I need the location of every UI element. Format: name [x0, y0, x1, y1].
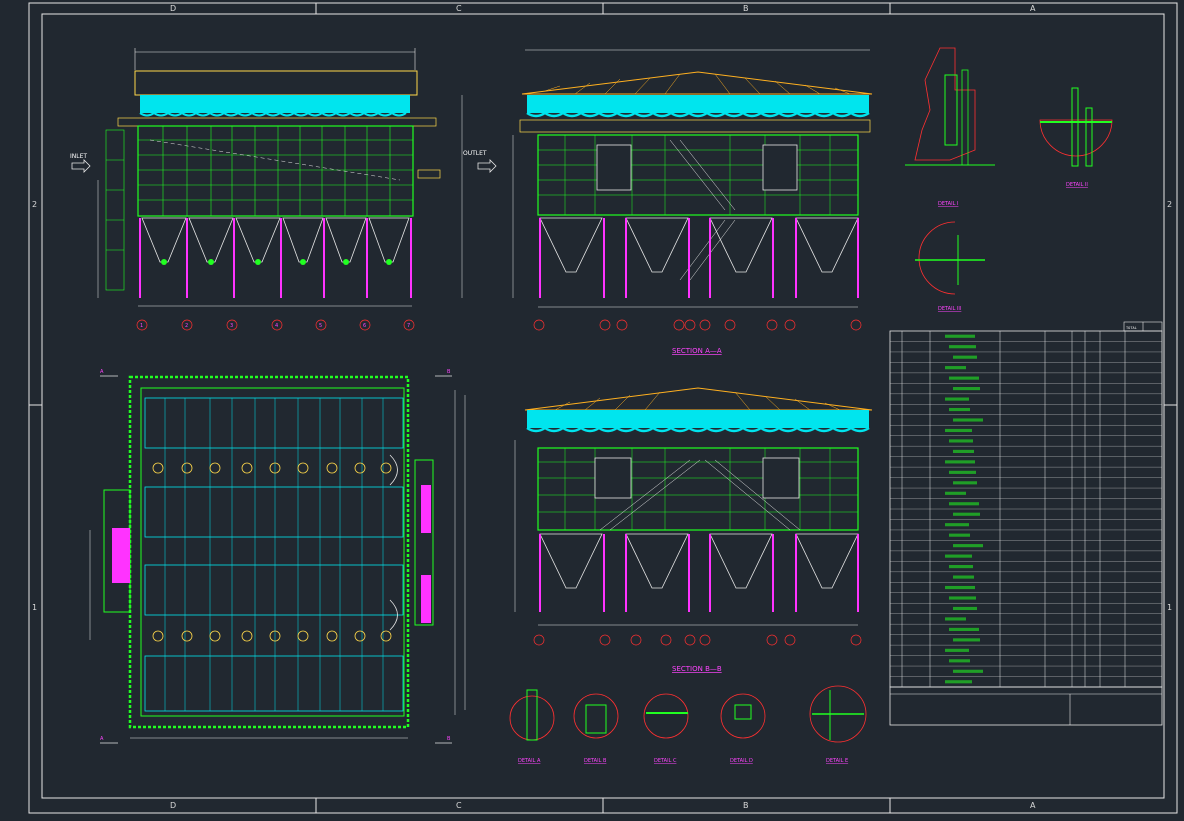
bom-description-mark — [953, 449, 974, 453]
cut-b-bottom: B — [447, 736, 451, 742]
detail-a-title: DETAIL A — [518, 758, 541, 764]
bom-description-mark — [945, 334, 975, 338]
bom-description-mark — [945, 523, 969, 527]
bom-description-mark — [949, 470, 976, 474]
detail-e-title: DETAIL E — [826, 758, 848, 764]
cut-a-top: A — [100, 369, 104, 375]
bom-description-mark — [945, 585, 975, 590]
bom-description-mark — [949, 407, 970, 412]
bom-description-mark — [953, 638, 980, 642]
bom-description-mark — [953, 544, 983, 548]
zone-label-bottom-a: A — [1030, 801, 1036, 810]
bom-description-mark — [945, 491, 966, 495]
grid-front-7: 7 — [407, 323, 410, 329]
bom-description-mark — [949, 659, 970, 663]
section-aa-title: SECTION A—A — [672, 347, 722, 355]
bom-description-mark — [949, 345, 976, 349]
detail-iii-title: DETAIL III — [938, 306, 961, 312]
bom-description-mark — [949, 502, 979, 506]
detail-b-title: DETAIL B — [584, 758, 607, 764]
zone-label-right-1: 1 — [1167, 603, 1172, 612]
bom-description-mark — [949, 533, 970, 537]
bom-description-mark — [945, 648, 969, 652]
detail-iii-view — [915, 221, 985, 295]
bom-description-mark — [953, 606, 977, 611]
bom-description-mark — [953, 355, 977, 359]
bom-description-mark — [953, 481, 977, 485]
zone-label-top-c: C — [456, 4, 462, 13]
detail-i-view — [905, 47, 995, 166]
zone-label-left-1: 1 — [32, 603, 37, 612]
bom-description-mark — [953, 387, 980, 391]
front-grid-bubbles — [136, 319, 415, 331]
bom-description-mark — [949, 439, 973, 443]
inner-frame — [41, 13, 1165, 799]
bom-description-mark — [945, 554, 972, 558]
zone-label-top-a: A — [1030, 4, 1036, 13]
outlet-label: OUTLET — [463, 150, 487, 157]
section-aa-bubbles — [533, 319, 862, 331]
bom-description-mark — [953, 418, 983, 422]
bom-description-mark — [945, 397, 969, 401]
outer-frame — [28, 2, 1178, 814]
bom-description-mark — [949, 596, 976, 600]
grid-front-4: 4 — [275, 323, 278, 329]
bottom-details — [509, 685, 867, 743]
grid-front-3: 3 — [230, 323, 233, 329]
section-bb-view — [514, 387, 873, 626]
zone-label-bottom-b: B — [743, 801, 749, 810]
detail-d-title: DETAIL D — [730, 758, 753, 764]
detail-ii-title: DETAIL II — [1066, 182, 1088, 188]
bill-of-materials — [889, 321, 1163, 726]
zone-ticks — [29, 3, 1177, 813]
zone-label-right-2: 2 — [1167, 200, 1172, 209]
section-aa-view — [477, 49, 873, 308]
inlet-label: INLET — [70, 153, 87, 160]
bom-description-mark — [945, 680, 972, 684]
section-bb-title: SECTION B—B — [672, 665, 722, 673]
bom-description-mark — [953, 575, 974, 579]
plan-view — [89, 375, 466, 744]
detail-ii-view — [1039, 87, 1113, 167]
section-bb-bubbles — [533, 634, 862, 646]
cut-b-top: B — [447, 369, 451, 375]
bom-description-mark — [945, 617, 966, 621]
zone-label-top-b: B — [743, 4, 749, 13]
bom-description-mark — [953, 512, 980, 516]
grid-front-1: 1 — [140, 323, 143, 329]
zone-label-bottom-c: C — [456, 801, 462, 810]
bom-description-mark — [945, 366, 966, 370]
cut-a-bottom: A — [100, 736, 104, 742]
grid-front-5: 5 — [319, 323, 322, 329]
bom-description-mark — [945, 460, 975, 464]
zone-label-left-2: 2 — [32, 200, 37, 209]
bom-description-mark — [945, 428, 972, 433]
bom-description-mark — [949, 565, 973, 569]
bom-description-mark — [949, 627, 979, 631]
bom-description-mark — [949, 376, 979, 380]
zone-label-top-d: D — [170, 4, 176, 13]
grid-front-6: 6 — [363, 323, 366, 329]
bom-total-label: TOTAL — [1126, 326, 1137, 330]
grid-front-2: 2 — [185, 323, 188, 329]
front-elevation — [71, 48, 463, 307]
bom-description-mark — [953, 669, 983, 673]
zone-label-bottom-d: D — [170, 801, 176, 810]
detail-c-title: DETAIL C — [654, 758, 677, 764]
detail-i-title: DETAIL I — [938, 201, 958, 207]
